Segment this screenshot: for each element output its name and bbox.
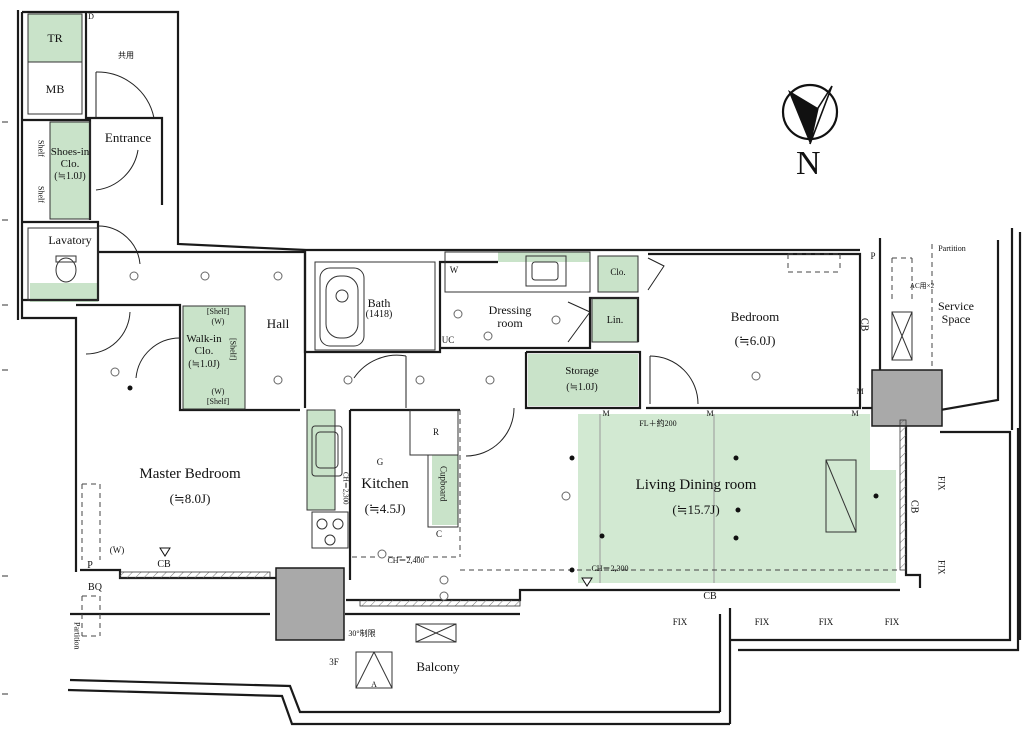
room-label-lin: Lin. — [606, 315, 624, 326]
room-label-bedroom: Bedroom — [730, 309, 780, 324]
interior-lines — [27, 13, 913, 689]
shelf-label-a: Shelf — [36, 140, 46, 157]
cb-label-master: CB — [157, 559, 171, 570]
room-size-master-bedroom: (≒8.0J) — [169, 491, 211, 506]
room-size-shoes-in-clo: (≒1.0J) — [54, 171, 86, 182]
room-label-bath: Bath — [367, 296, 391, 310]
ceiling-height-2300-vertical: CH＝2,300 — [341, 472, 350, 505]
shelf-label-b: Shelf — [36, 186, 46, 203]
shelf-label-bottom: [Shelf] — [206, 397, 230, 406]
bq-label: BQ — [88, 582, 102, 593]
marker-triangles — [159, 547, 593, 587]
room-label-service-space: Service Space — [938, 299, 974, 326]
toilet-icon — [55, 255, 77, 283]
room-label-balcony: Balcony — [416, 659, 460, 674]
m-label-1: M — [602, 409, 610, 418]
shelf-label-w-top: [Shelf] — [206, 307, 230, 316]
floor-3f-label: 3F — [329, 657, 339, 667]
sink-icon — [315, 261, 559, 469]
fix-label-v1: FIX — [936, 476, 947, 491]
c-label: C — [435, 529, 443, 539]
room-label-dressing-room: Dressing room — [488, 303, 532, 330]
room-size-bath: (1418) — [365, 309, 393, 320]
w-label-master: (W) — [109, 545, 125, 555]
cb-label-bedroom: CB — [858, 318, 870, 332]
fix-label-2: FIX — [754, 617, 770, 627]
cb-label-living: CB — [703, 591, 717, 602]
room-label-clo: Clo. — [610, 267, 626, 277]
green-areas — [28, 14, 638, 525]
bathtub-icon — [325, 275, 359, 339]
w-label: W — [449, 265, 459, 275]
ceiling-height-2400: CH＝2,400 — [387, 556, 425, 565]
p-label: P — [87, 560, 93, 571]
room-label-tr: TR — [47, 31, 63, 45]
room-label-lavatory: Lavatory — [48, 233, 92, 247]
partition-label-left: Partition — [72, 622, 82, 650]
uc-label: UC — [441, 335, 455, 345]
m-label-4: M — [856, 387, 864, 396]
partition-label-top: Partition — [938, 244, 966, 253]
room-label-entrance: Entrance — [104, 130, 152, 145]
a-label: A — [371, 680, 377, 689]
room-size-walk-in-clo: (≒1.0J) — [188, 359, 220, 370]
p-label-service: P — [870, 251, 876, 261]
room-size-bedroom: (≒6.0J) — [734, 333, 776, 348]
ac-note-label: AC用×2 — [909, 282, 935, 290]
shelf-label-right: [Shelf] — [228, 338, 238, 361]
g-label: G — [376, 457, 384, 467]
floor-level-label: FL＋約200 — [639, 419, 677, 428]
ceiling-height-2300: CH＝2,300 — [591, 564, 629, 573]
fix-label-1: FIX — [672, 617, 688, 627]
left-ruler-ticks — [2, 121, 8, 695]
stove-icon — [316, 518, 344, 546]
room-size-living-dining: (≒15.7J) — [672, 502, 720, 517]
angle-limit-label: 30°制限 — [348, 629, 376, 638]
column-icon — [275, 567, 345, 641]
room-label-shoes-in-clo: Shoes-in Clo. — [50, 146, 90, 170]
fix-label-4: FIX — [884, 617, 900, 627]
room-label-living-dining: Living Dining room — [635, 477, 757, 493]
m-label-2: M — [706, 409, 714, 418]
column-icon — [871, 369, 943, 427]
shared-use-label: 共用 — [118, 51, 134, 60]
fix-label-3: FIX — [818, 617, 834, 627]
w-label-top: (W) — [211, 317, 225, 326]
m-label-3: M — [851, 409, 859, 418]
living-dining-floor — [578, 414, 896, 583]
room-label-mb: MB — [45, 82, 65, 96]
light-fixture-icon — [110, 271, 761, 601]
d-label: D — [88, 12, 94, 21]
north-label: N — [796, 145, 821, 182]
north-arrow-icon — [781, 83, 839, 145]
room-label-master-bedroom: Master Bedroom — [139, 466, 241, 482]
room-label-hall: Hall — [266, 316, 290, 331]
walls — [16, 10, 1022, 726]
door-swing-icon — [85, 71, 699, 457]
room-size-kitchen: (≒4.5J) — [364, 501, 406, 516]
r-label: R — [432, 427, 440, 437]
fix-label-v2: FIX — [936, 560, 947, 575]
room-label-walk-in-clo: Walk-in Clo. — [186, 333, 222, 357]
room-label-kitchen: Kitchen — [361, 476, 409, 492]
window-strips — [119, 419, 907, 607]
w-label-bottom: (W) — [211, 387, 225, 396]
cb-label-right: CB — [908, 500, 920, 514]
cupboard-label: Cupboard — [438, 466, 449, 502]
downlight-dots — [127, 385, 879, 573]
room-label-storage: Storage — [565, 365, 599, 377]
room-size-storage: (≒1.0J) — [566, 382, 598, 393]
